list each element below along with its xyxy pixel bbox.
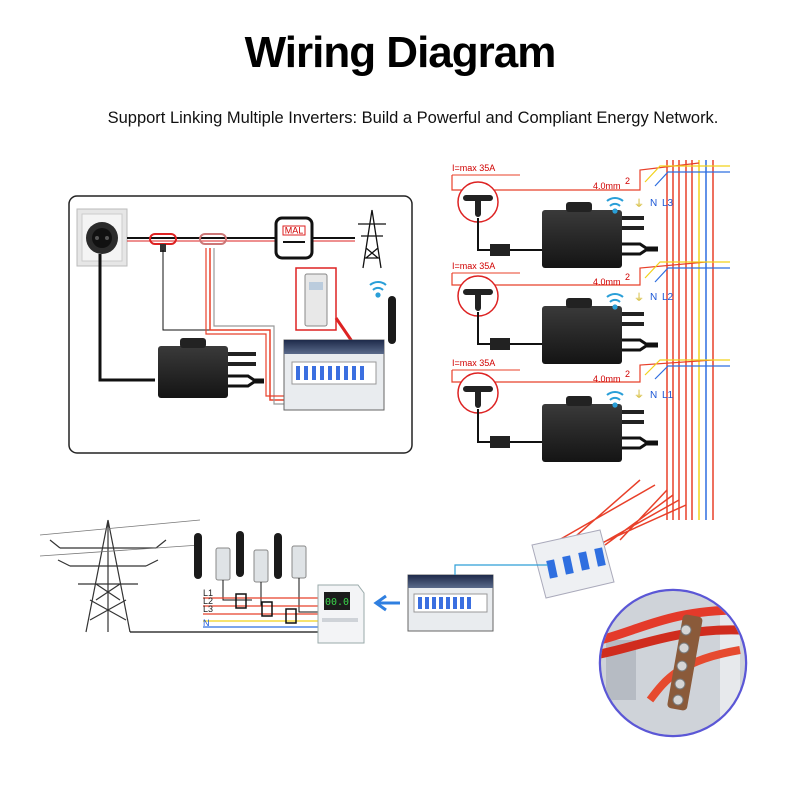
din-module bbox=[253, 549, 269, 583]
neutral-label: N bbox=[650, 198, 657, 209]
line-label: L3 bbox=[662, 198, 674, 209]
busbar-photo bbox=[598, 588, 748, 738]
cable-size: 4.0mm bbox=[593, 277, 621, 287]
cable-size: 4.0mm bbox=[593, 374, 621, 384]
meter-display: 00.0 bbox=[325, 597, 349, 608]
antenna bbox=[274, 533, 282, 579]
distribution-board bbox=[283, 339, 385, 411]
current-rating: I=max 35A bbox=[452, 163, 495, 173]
neutral-label: N bbox=[650, 292, 657, 303]
wifi-icon bbox=[369, 281, 387, 298]
svg-text:2: 2 bbox=[625, 176, 630, 186]
current-rating: I=max 35A bbox=[452, 358, 495, 368]
current-rating: I=max 35A bbox=[452, 261, 495, 271]
ground-symbol: ⏚ bbox=[634, 292, 644, 304]
circuit-breaker-block bbox=[531, 529, 615, 599]
din-module bbox=[304, 273, 328, 327]
consumer-unit bbox=[407, 564, 548, 632]
single-inverter-diagram: MAL bbox=[68, 195, 413, 454]
din-module bbox=[291, 545, 307, 579]
wifi-icon bbox=[606, 293, 624, 310]
ct-clamp bbox=[199, 233, 227, 245]
antenna bbox=[388, 296, 396, 344]
energy-meter: MAL bbox=[274, 216, 314, 260]
ground-symbol: ⏚ bbox=[634, 389, 644, 401]
svg-text:2: 2 bbox=[625, 369, 630, 379]
inverter-unit-3: I=max 35A 4.0mm 2 ⏚ N L1 bbox=[451, 358, 730, 462]
inverter-unit-1: I=max 35A 4.0mm 2 ⏚ N L3 bbox=[451, 162, 730, 268]
smart-meter: 00.0 bbox=[317, 584, 365, 644]
line-label: L2 bbox=[203, 596, 213, 606]
bus-lines bbox=[666, 160, 714, 520]
inverter-unit-2: I=max 35A 4.0mm 2 ⏚ N L2 bbox=[451, 261, 730, 364]
neutral-label: N bbox=[650, 390, 657, 401]
antenna bbox=[194, 533, 202, 579]
antenna bbox=[236, 531, 244, 577]
page-title: Wiring Diagram bbox=[244, 28, 557, 77]
plug-cable bbox=[98, 254, 155, 382]
wifi-icon bbox=[606, 197, 624, 214]
line-label: N bbox=[203, 618, 210, 628]
line-label: L3 bbox=[203, 604, 213, 614]
multi-inverter-diagram: I=max 35A 4.0mm 2 ⏚ N L3 I= bbox=[451, 160, 730, 599]
line-label: L1 bbox=[203, 588, 213, 598]
micro-inverter bbox=[158, 338, 264, 398]
svg-text:2: 2 bbox=[625, 272, 630, 282]
pylon-icon bbox=[358, 209, 386, 269]
meter-badge: MAL bbox=[285, 226, 304, 236]
wall-socket bbox=[76, 208, 128, 267]
page-subtitle: Support Linking Multiple Inverters: Buil… bbox=[107, 109, 719, 127]
flow-arrow bbox=[373, 594, 400, 612]
grid-side-diagram: L1 L2 L3 N 00.0 bbox=[39, 519, 748, 738]
line-label: L2 bbox=[662, 292, 674, 303]
din-module bbox=[215, 547, 231, 581]
line-label: L1 bbox=[662, 390, 674, 401]
wifi-icon bbox=[606, 391, 624, 408]
ground-symbol: ⏚ bbox=[634, 198, 644, 210]
cable-size: 4.0mm bbox=[593, 181, 621, 191]
pylon-icon bbox=[39, 519, 201, 633]
